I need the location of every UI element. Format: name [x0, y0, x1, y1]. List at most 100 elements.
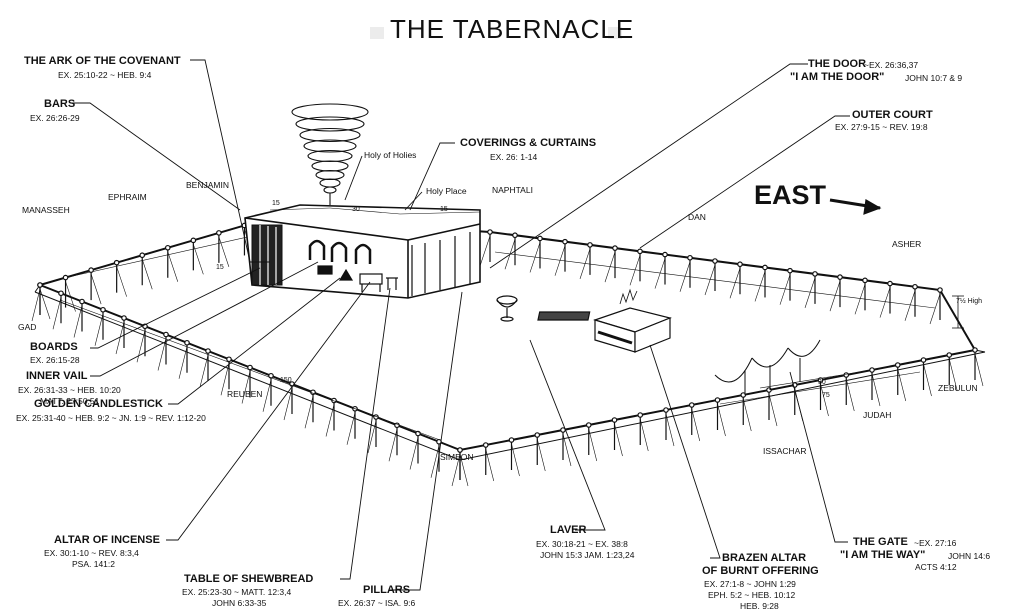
dimension-15-east: 15: [440, 206, 448, 213]
guy-rope: [904, 290, 916, 321]
guy-rope: [929, 293, 941, 325]
brazen-altar-label: BRAZEN ALTAR: [722, 552, 807, 564]
guy-rope: [529, 242, 541, 273]
burnt-offering-label: OF BURNT OFFERING: [702, 565, 819, 577]
east-fence-posts: [457, 347, 984, 487]
title-decoration: [608, 27, 622, 39]
tribe-asher: ASHER: [892, 239, 922, 249]
fence-post-cap: [534, 432, 541, 438]
guy-rope: [241, 371, 251, 404]
guy-rope: [283, 387, 293, 421]
tribe-reuben: REUBEN: [227, 389, 263, 399]
guy-rope: [742, 398, 752, 432]
shewbread-label: TABLE OF SHEWBREAD: [184, 573, 314, 585]
guy-rope: [409, 437, 419, 470]
dimension-15-west: 15: [272, 200, 280, 207]
fence-post-cap: [88, 267, 94, 273]
guy-rope: [193, 244, 204, 275]
dimension-30-length: 30: [352, 206, 360, 213]
inner-vail-label: INNER VAIL: [26, 370, 88, 382]
dimension-height: 7½ High: [956, 298, 983, 305]
fence-post-cap: [216, 230, 222, 236]
fence-post-cap: [163, 331, 169, 338]
guy-rope: [974, 353, 984, 387]
fence-post-cap: [562, 238, 568, 245]
tribe-judah: JUDAH: [863, 410, 892, 420]
west-fence-posts: [37, 215, 281, 320]
guy-rope: [199, 354, 209, 388]
guy-rope: [679, 261, 691, 292]
fence-post-cap: [766, 387, 772, 393]
fence-post-cap: [843, 372, 850, 378]
guy-rope: [479, 235, 491, 267]
fence-post-cap: [869, 367, 875, 373]
tribe-ephraim: EPHRAIM: [108, 192, 147, 202]
guy-rope: [325, 404, 335, 437]
fence-post-cap: [663, 407, 669, 413]
inner-vail-reference: EX. 26:31-33 ~ HEB. 10:20: [18, 385, 121, 395]
gate-reference-john: JOHN 14:6: [948, 551, 991, 561]
fence-post-cap: [787, 267, 793, 274]
fence-post-cap: [920, 357, 927, 363]
tribe-simeon: SIMEON: [440, 452, 474, 462]
fence-post-cap: [247, 364, 253, 371]
east-arrow-icon: [829, 198, 882, 215]
leader-lines: [70, 59, 850, 591]
fence-post-cap: [226, 356, 232, 363]
guy-rope: [717, 403, 726, 437]
guy-rope: [485, 448, 495, 482]
guy-rope: [665, 413, 675, 447]
pillars-label: PILLARS: [363, 584, 411, 596]
fence-post-cap: [912, 283, 918, 290]
brazen-altar-reference: EX. 27:1-8 ~ JOHN 1:29: [704, 579, 796, 589]
guy-rope: [829, 281, 841, 312]
pillars-reference: EX. 26:37 ~ ISA. 9:6: [338, 598, 416, 608]
guy-rope: [854, 284, 866, 315]
guy-rope: [116, 266, 127, 297]
outer-court-reference: EX. 27:9-15 ~ REV. 19:8: [835, 122, 928, 132]
east-label: EAST: [754, 180, 827, 210]
laver-reference-john: JOHN 15:3 JAM. 1:23,24: [540, 550, 635, 560]
guy-rope: [31, 288, 41, 322]
guy-rope: [579, 248, 591, 279]
dimension-15-side: 15: [216, 264, 224, 271]
shewbread-reference-john: JOHN 6:33-35: [212, 598, 267, 608]
tribe-benjamin: BENJAMIN: [186, 180, 229, 190]
title-decoration: [370, 27, 384, 39]
guy-rope: [820, 383, 829, 417]
fence-post-cap: [184, 339, 190, 346]
ark-reference: EX. 25:10-22 ~ HEB. 9:4: [58, 70, 152, 80]
fence-post-cap: [937, 287, 943, 293]
fence-post-cap: [817, 377, 824, 383]
guy-rope: [923, 363, 932, 397]
fence-post-cap: [100, 306, 106, 313]
guy-rope: [39, 288, 51, 320]
tribe-issachar: ISSACHAR: [763, 446, 807, 456]
fence-post-cap: [714, 397, 721, 403]
door-reference-john: JOHN 10:7 & 9: [905, 73, 963, 83]
guy-rope: [94, 313, 104, 346]
gate-reference-acts: ACTS 4:12: [915, 562, 957, 572]
guy-rope: [52, 297, 62, 330]
guy-rope: [178, 346, 188, 379]
fence-post-cap: [972, 347, 978, 353]
fence-post-cap: [862, 277, 868, 284]
laver-reference: EX. 30:18-21 ~ EX. 38:8: [536, 539, 628, 549]
fence-post-cap: [637, 412, 644, 418]
fence-post-cap: [837, 274, 843, 280]
fence-post-cap: [508, 437, 515, 443]
guy-rope: [536, 438, 546, 472]
bars-label: BARS: [44, 98, 76, 110]
guy-rope: [220, 363, 230, 396]
fence-post-cap: [812, 271, 818, 277]
guy-rope: [845, 378, 855, 412]
dimension-30-gate: 30: [818, 379, 826, 386]
guy-rope: [654, 258, 666, 289]
guy-rope: [554, 245, 566, 276]
guy-rope: [614, 423, 623, 457]
guy-rope: [639, 418, 649, 452]
guy-rope: [804, 277, 816, 308]
dimension-150: 150: [280, 377, 292, 384]
fence-post-cap: [687, 254, 693, 261]
guy-rope: [65, 281, 76, 312]
